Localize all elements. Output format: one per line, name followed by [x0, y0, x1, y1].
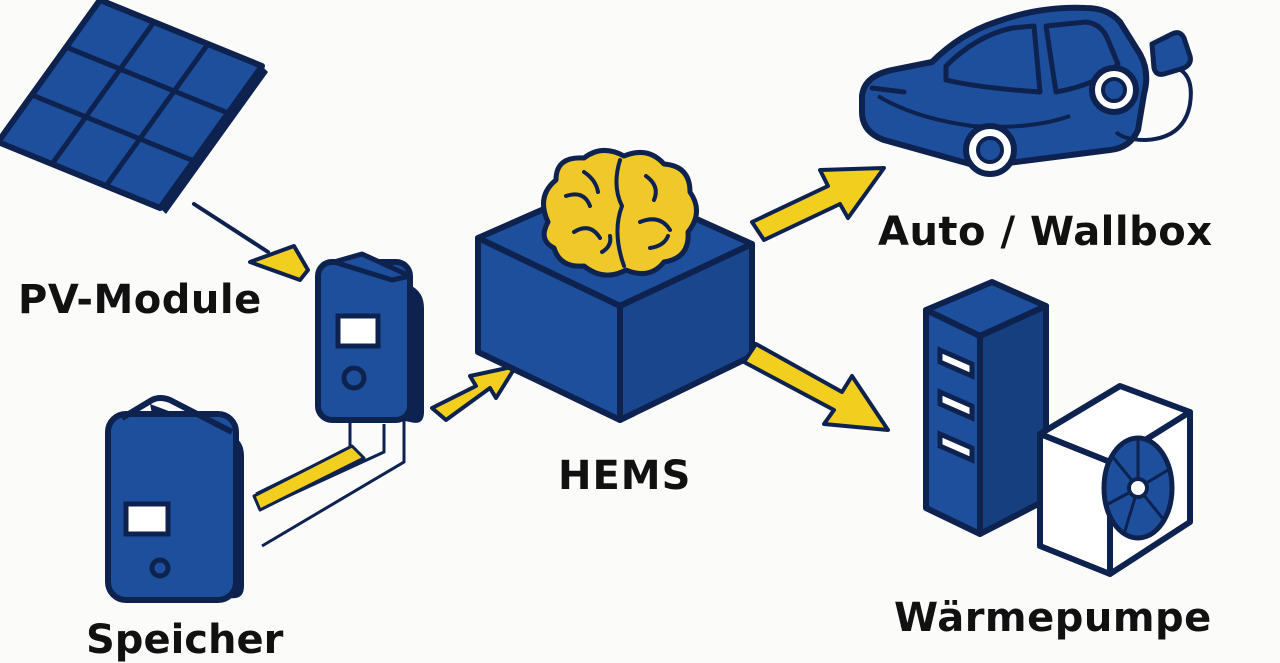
- heat-pump-icon: [923, 279, 1193, 577]
- arrow-inverter-to-hems: [430, 364, 518, 422]
- label-speicher: Speicher: [86, 617, 284, 663]
- label-hems: HEMS: [558, 453, 692, 499]
- wallbox-plug-icon: [1114, 30, 1193, 143]
- arrow-hems-to-auto: [750, 166, 886, 242]
- inverter-icon: [255, 251, 424, 548]
- label-waermepumpe: Wärmepumpe: [894, 595, 1212, 641]
- arrow-pv-to-inverter: [192, 202, 310, 282]
- brain-icon: [541, 148, 699, 278]
- arrow-hems-to-waermepumpe: [742, 342, 890, 432]
- energy-flow-diagram: [0, 0, 1193, 603]
- electric-car-icon: [859, 4, 1150, 177]
- label-auto-wallbox: Auto / Wallbox: [878, 209, 1213, 255]
- solar-panel-icon: [0, 0, 268, 214]
- battery-storage-icon: [105, 395, 244, 603]
- flow-band-storage-to-inverter: [252, 444, 366, 512]
- label-pv-module: PV-Module: [18, 277, 262, 323]
